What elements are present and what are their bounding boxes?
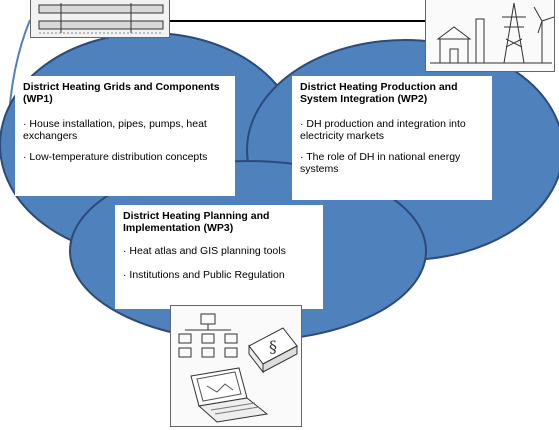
power-plant-picture xyxy=(425,0,555,72)
planning-laptop-illustration-icon: § xyxy=(171,306,301,426)
pipes-picture xyxy=(30,0,170,38)
pipes-illustration-icon xyxy=(31,0,169,37)
wp1-title: District Heating Grids and Components (W… xyxy=(23,81,220,105)
wp1-box: District Heating Grids and Components (W… xyxy=(15,76,235,196)
wp1-item-1: · House installation, pipes, pumps, heat… xyxy=(23,118,207,142)
wp2-title: District Heating Production and System I… xyxy=(300,81,458,105)
wp2-box: District Heating Production and System I… xyxy=(292,76,492,200)
planning-picture: § xyxy=(170,305,302,427)
wp3-box: District Heating Planning and Implementa… xyxy=(115,205,323,309)
wp3-item-2: · Institutions and Public Regulation xyxy=(123,268,285,281)
power-plant-illustration-icon xyxy=(426,0,554,71)
wp3-item-1: · Heat atlas and GIS planning tools xyxy=(123,245,286,257)
wp2-item-1: · DH production and integration into ele… xyxy=(300,118,466,142)
wp1-item-2: · Low-temperature distribution concepts xyxy=(23,151,208,163)
svg-text:§: § xyxy=(269,337,277,356)
wp2-item-2: · The role of DH in national energy syst… xyxy=(300,151,461,175)
wp3-title: District Heating Planning and Implementa… xyxy=(123,210,270,234)
